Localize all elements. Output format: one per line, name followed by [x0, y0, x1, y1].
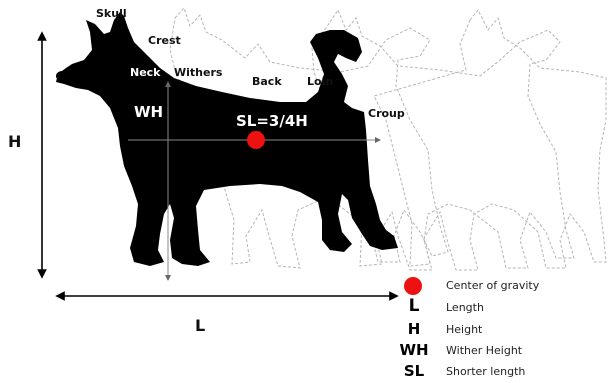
legend-symbol-sl: SL	[392, 362, 436, 380]
legend-symbol-l: L	[392, 296, 436, 316]
ghost-outline-3	[374, 10, 606, 270]
label-back: Back	[252, 75, 282, 88]
label-wither-height: WH	[134, 103, 163, 121]
label-loin: Loin	[307, 75, 333, 88]
legend-item-center-of-gravity: Center of gravity	[446, 279, 539, 292]
dog-silhouette	[56, 12, 398, 266]
legend-item-length: Length	[446, 301, 484, 314]
legend-item-wither-height: Wither Height	[446, 344, 522, 357]
legend-item-height: Height	[446, 323, 482, 336]
legend-red-dot-icon	[404, 277, 422, 295]
label-skull: Skull	[96, 7, 127, 20]
label-h-axis: H	[8, 132, 21, 151]
label-withers: Withers	[174, 66, 223, 79]
legend-symbol-wh: WH	[392, 341, 436, 359]
label-croup: Croup	[368, 107, 405, 120]
label-l-axis: L	[195, 316, 205, 335]
label-sl-formula: SL=3/4H	[236, 112, 308, 130]
legend-item-shorter-length: Shorter length	[446, 365, 525, 378]
center-of-gravity-dot	[247, 131, 265, 149]
legend-symbol-h: H	[392, 320, 436, 338]
label-neck: Neck	[130, 66, 161, 79]
label-crest: Crest	[148, 34, 181, 47]
